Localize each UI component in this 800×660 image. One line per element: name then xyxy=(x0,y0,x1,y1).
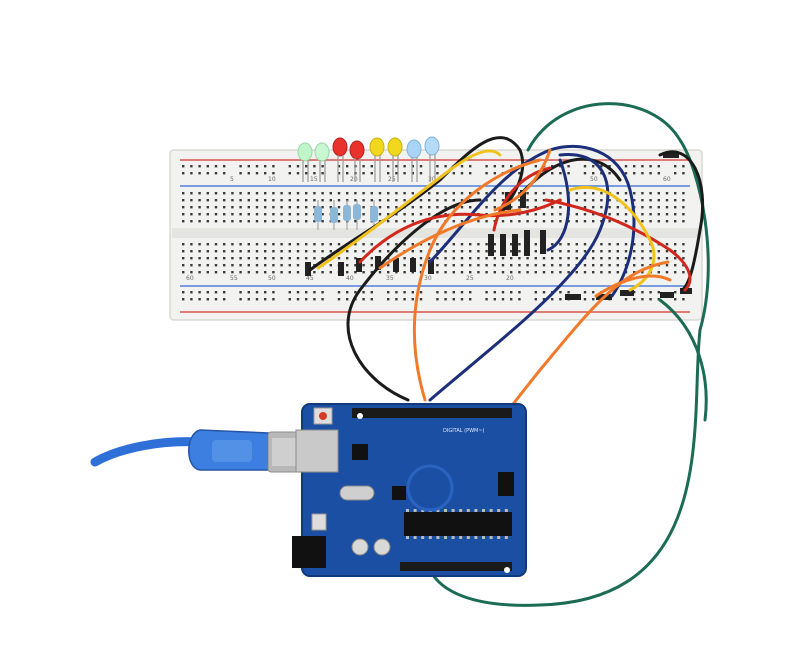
row-number: 20 xyxy=(350,176,358,183)
row-numbers-bottom: 60 55 50 45 40 35 30 25 20 xyxy=(186,275,514,282)
resistor xyxy=(343,200,351,230)
smd-chip xyxy=(392,486,406,500)
row-number: 20 xyxy=(506,275,514,282)
voltage-regulator xyxy=(311,513,327,531)
wire-yellow xyxy=(316,149,502,270)
wire-orange xyxy=(378,208,522,270)
led-red xyxy=(349,140,365,182)
wire-teal xyxy=(428,102,710,607)
resistor xyxy=(314,200,322,230)
usb-cable xyxy=(90,429,323,473)
row-number: 30 xyxy=(424,275,432,282)
capacitor xyxy=(373,538,391,556)
row-number: 25 xyxy=(388,176,396,183)
power-analog-header xyxy=(400,562,512,571)
wire-red xyxy=(544,198,692,292)
wire-orange xyxy=(412,158,542,402)
silkscreen-logo xyxy=(406,464,454,512)
row-number: 25 xyxy=(466,275,474,282)
crystal-oscillator xyxy=(339,485,375,501)
microcontroller-board: DIGITAL (PWM~) xyxy=(292,403,527,577)
digital-header-label: DIGITAL (PWM~) xyxy=(443,428,485,434)
row-numbers-top: 5 10 15 20 25 30 50 60 xyxy=(230,176,671,183)
usb-b-socket xyxy=(295,429,339,473)
wire-red xyxy=(358,198,562,264)
main-microcontroller-chip xyxy=(404,512,512,536)
row-number: 45 xyxy=(306,275,314,282)
row-number: 40 xyxy=(346,275,354,282)
led-red xyxy=(332,137,348,182)
wire-teal xyxy=(658,298,708,422)
row-number: 15 xyxy=(310,176,318,183)
resistor xyxy=(330,200,338,230)
row-number: 50 xyxy=(590,176,598,183)
wire-orange xyxy=(493,148,552,212)
row-number: 35 xyxy=(386,275,394,282)
wire-navy xyxy=(428,144,636,298)
center-channel xyxy=(172,228,700,238)
icsp-header xyxy=(498,472,514,496)
led-green xyxy=(314,142,330,182)
wire-orange xyxy=(594,274,672,298)
resistor xyxy=(353,200,361,230)
ic-pins xyxy=(406,509,508,539)
row-number: 30 xyxy=(428,176,436,183)
resistors xyxy=(314,200,378,230)
row-number: 60 xyxy=(663,176,671,183)
wire-black xyxy=(308,136,525,272)
wire-navy xyxy=(546,158,571,252)
barrel-jack xyxy=(292,536,326,568)
resistor xyxy=(370,200,378,230)
usb-chip xyxy=(352,444,368,460)
wire-black xyxy=(346,198,482,402)
led-yellow xyxy=(387,137,403,182)
wire-navy xyxy=(428,152,610,402)
led-blue xyxy=(406,139,422,182)
led-row xyxy=(297,136,440,182)
led-green xyxy=(297,142,313,182)
row-number: 60 xyxy=(186,275,194,282)
digital-header xyxy=(352,408,512,418)
led-blue xyxy=(424,136,440,182)
row-number: 10 xyxy=(268,176,276,183)
led-yellow xyxy=(369,137,385,182)
row-number: 5 xyxy=(230,176,234,183)
row-number: 55 xyxy=(230,275,238,282)
capacitor xyxy=(351,538,369,556)
row-number: 50 xyxy=(268,275,276,282)
